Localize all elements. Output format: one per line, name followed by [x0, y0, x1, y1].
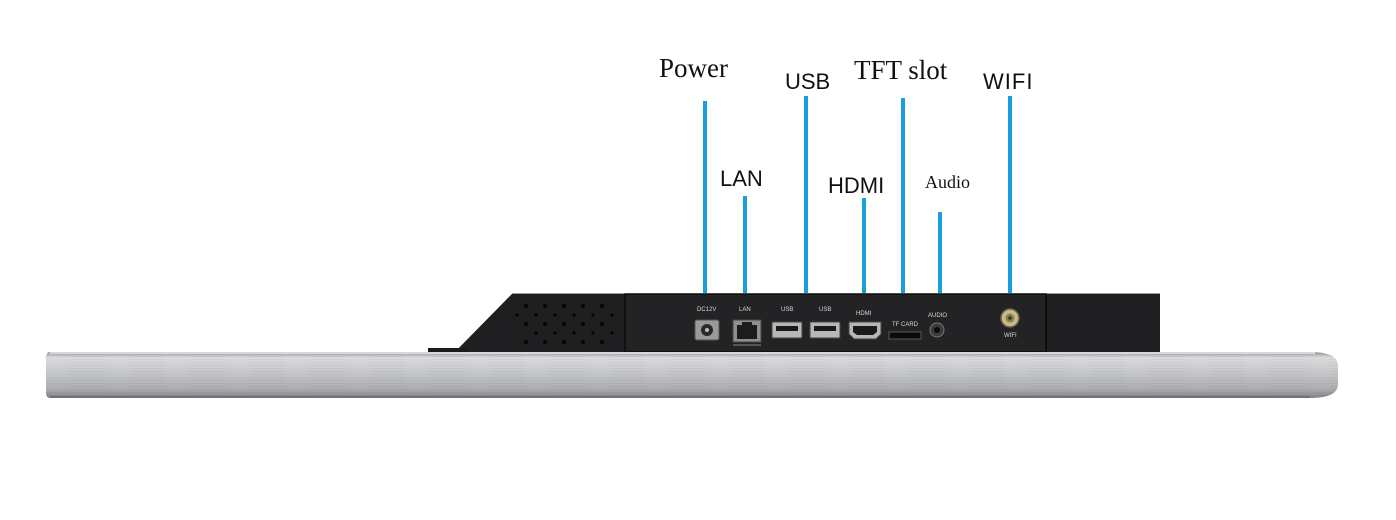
audio-port — [929, 322, 945, 338]
port-label-dc12v: DC12V — [697, 307, 717, 313]
dc12v-port — [694, 319, 720, 341]
front-bezel — [46, 352, 1338, 398]
callout-lan-label: LAN — [720, 166, 763, 191]
usb-port-2 — [809, 321, 841, 339]
port-label-hdmi: HDMI — [856, 311, 872, 317]
callout-wifi-label: WIFI — [983, 69, 1034, 94]
wifi-antenna-connector — [1000, 308, 1020, 328]
tf-card-slot — [888, 331, 922, 340]
hdmi-port — [848, 321, 882, 340]
port-label-audio: AUDIO — [928, 313, 948, 319]
usb-port-1 — [771, 321, 803, 339]
callout-audio-label: Audio — [925, 172, 970, 192]
callout-power-label: Power — [659, 53, 728, 83]
port-label-usb-2: USB — [819, 307, 832, 313]
port-label-wifi: WIFI — [1004, 333, 1017, 339]
callout-hdmi-label: HDMI — [828, 173, 885, 198]
port-label-tf-card: TF CARD — [892, 322, 918, 328]
callout-tft-slot-label: TFT slot — [854, 55, 948, 85]
port-label-lan: LAN — [739, 307, 751, 313]
leader-lines — [703, 96, 1012, 293]
callout-usb-label: USB — [785, 69, 831, 94]
speaker-grille — [515, 304, 614, 344]
port-label-usb-1: USB — [781, 307, 794, 313]
lan-port — [732, 319, 762, 346]
